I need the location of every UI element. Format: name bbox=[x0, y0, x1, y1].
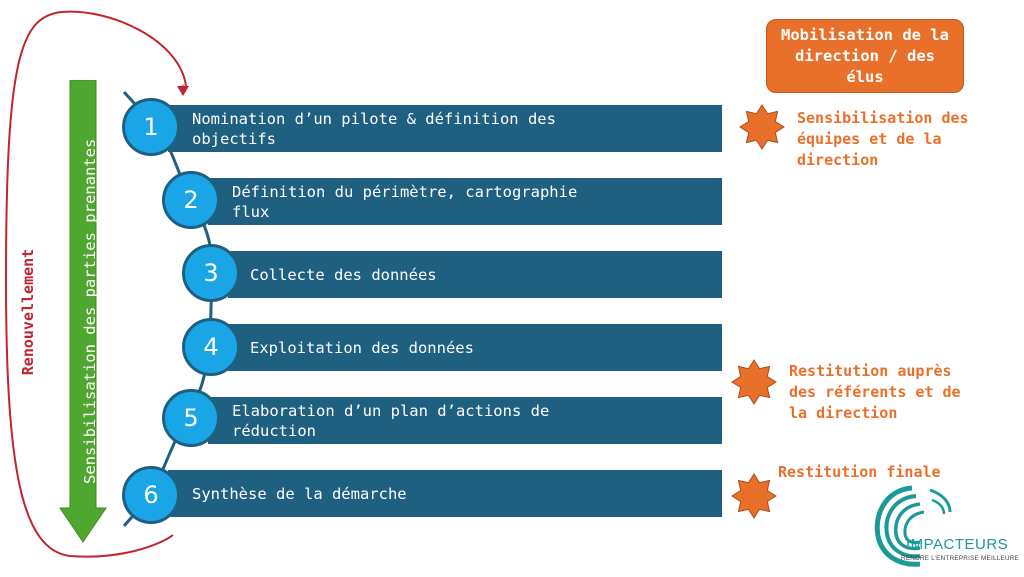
step-bar-5: Elaboration d’un plan d’actions de réduc… bbox=[208, 397, 722, 444]
step-number-1: 1 bbox=[122, 98, 180, 156]
stakeholders-arrow bbox=[59, 80, 107, 543]
step-number-6: 6 bbox=[122, 466, 180, 524]
step-label-5: Elaboration d’un plan d’actions de réduc… bbox=[232, 401, 550, 440]
step-number-2: 2 bbox=[162, 171, 220, 229]
step-number-4: 4 bbox=[182, 318, 240, 376]
step-bar-4: Exploitation des données bbox=[228, 324, 722, 371]
impacteurs-logo-tagline: RENDRE L’ENTREPRISE MEILLEURE bbox=[901, 555, 1020, 562]
star-icon bbox=[731, 473, 777, 519]
milestone-referents-restitution: Restitution auprès des référents et de l… bbox=[789, 362, 961, 422]
impacteurs-logo-mark bbox=[874, 485, 952, 567]
star-icon bbox=[739, 104, 785, 150]
step-label-4: Exploitation des données bbox=[250, 338, 474, 357]
step-label-1: Nomination d’un pilote & définition des … bbox=[192, 109, 556, 148]
milestone-final-restitution: Restitution finale bbox=[778, 463, 941, 481]
step-bar-6: Synthèse de la démarche bbox=[168, 470, 722, 517]
step-number-3: 3 bbox=[182, 244, 240, 302]
star-icon bbox=[731, 359, 777, 405]
step-bar-1: Nomination d’un pilote & définition des … bbox=[168, 105, 722, 152]
step-number-5: 5 bbox=[162, 389, 220, 447]
impacteurs-logo-name: IMPACTEURS bbox=[906, 536, 1009, 553]
step-label-6: Synthèse de la démarche bbox=[192, 484, 407, 503]
step-bar-2: Définition du périmètre, cartographie fl… bbox=[208, 178, 722, 225]
milestone-awareness: Sensibilisation des équipes et de la dir… bbox=[797, 109, 969, 169]
direction-mobilisation-label: Mobilisation de la direction / des élus bbox=[781, 25, 949, 86]
step-bar-3: Collecte des données bbox=[228, 251, 722, 298]
step-label-3: Collecte des données bbox=[250, 265, 437, 284]
step-label-2: Définition du périmètre, cartographie fl… bbox=[232, 182, 578, 221]
direction-mobilisation-box: Mobilisation de la direction / des élus bbox=[766, 19, 964, 93]
